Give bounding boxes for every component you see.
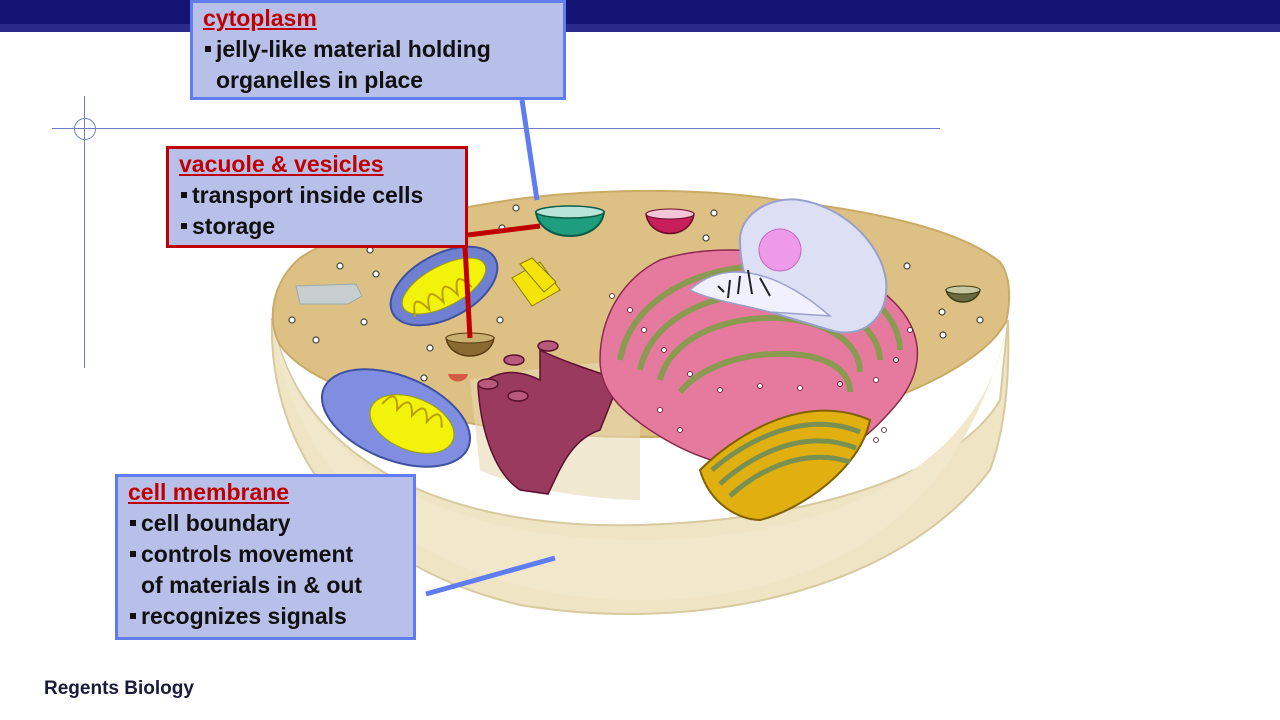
cytoplasm-line-2: organelles in place (216, 67, 424, 93)
cell-membrane-title: cell membrane (128, 479, 290, 505)
golgi-apparatus (698, 409, 872, 522)
smooth-er (477, 340, 621, 495)
bullet-icon (205, 45, 211, 52)
footer-course-name: Regents Biology (44, 678, 194, 699)
cytoplasm-pointer-line (519, 99, 540, 201)
centriole (511, 257, 561, 307)
membrane-pointer-line (425, 555, 556, 597)
bullet-icon (181, 191, 187, 198)
cytoplasm-line-1: jelly-like material holding (203, 34, 563, 65)
bullet-icon (130, 550, 136, 557)
vacuole-pointer-line-bottom (462, 245, 473, 339)
bullet-icon (181, 222, 187, 229)
vacuole-small (448, 374, 468, 382)
vacuole-label: vacuole & vesicles transport inside cell… (166, 146, 468, 248)
vacuole-line-1: transport inside cells (179, 180, 465, 211)
vacuole-title: vacuole & vesicles (179, 151, 384, 177)
vesicle-left (295, 283, 363, 305)
crosshair-icon (74, 118, 96, 140)
vacuole-line-2: storage (179, 211, 465, 242)
cell-membrane-line-3: of materials in & out (141, 572, 363, 598)
cytoplasm-label: cytoplasm jelly-like material holding or… (190, 0, 566, 100)
nucleus (688, 198, 888, 334)
ribosome-dots (609, 293, 913, 443)
title-bar-stripe (0, 24, 1280, 32)
cell-membrane-lower (272, 318, 1006, 601)
vacuole-top (534, 211, 606, 237)
mitochondrion-lower (320, 368, 472, 468)
cell-membrane-line-1: cell boundary (128, 508, 413, 539)
cytoplasm-title: cytoplasm (203, 5, 317, 31)
cell-membrane-line-4: recognizes signals (128, 601, 413, 632)
bullet-icon (130, 519, 136, 526)
cell-membrane-line-2: controls movement (128, 539, 413, 570)
guide-line-vertical (84, 96, 85, 368)
guide-line-horizontal (52, 128, 940, 129)
cell-membrane-label: cell membrane cell boundary controls mov… (115, 474, 416, 640)
bullet-icon (130, 612, 136, 619)
vacuole-pointer-line-top (467, 223, 541, 238)
